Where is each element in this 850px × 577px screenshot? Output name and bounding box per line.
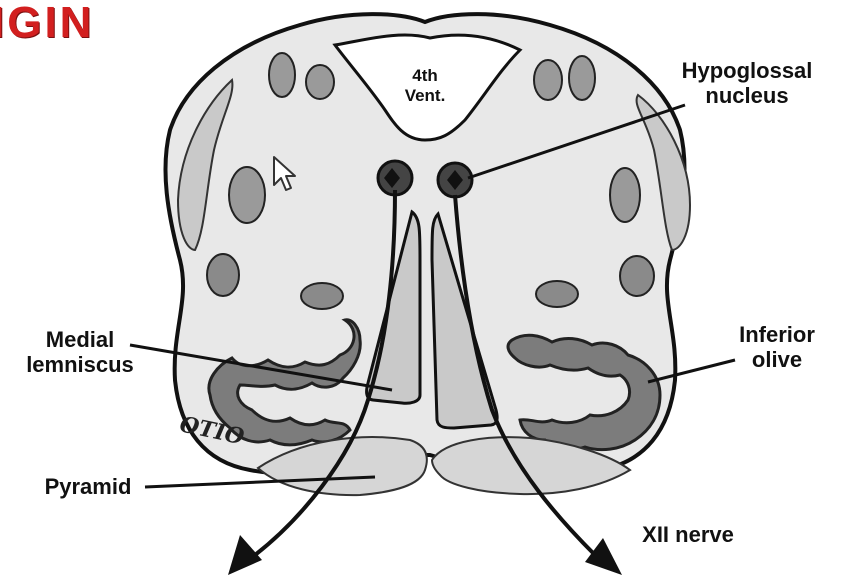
right-tract-ellipse xyxy=(610,168,640,222)
left-xii-nerve-arrowhead xyxy=(228,535,262,575)
left-dorsal-nucleus-1 xyxy=(269,53,295,97)
left-dorsal-nucleus-2 xyxy=(306,65,334,99)
mouse-pointer-icon xyxy=(272,155,298,193)
hypoglossal-nucleus-label: Hypoglossal nucleus xyxy=(672,58,822,108)
left-nucleus-ambiguus xyxy=(207,254,239,296)
svg-text:OTIO: OTIO xyxy=(178,411,246,448)
xii-nerve-label: XII nerve xyxy=(618,522,758,547)
right-dorsal-nucleus-2 xyxy=(569,56,595,100)
fourth-ventricle-label: 4th Vent. xyxy=(395,66,455,106)
right-dorsal-nucleus-1 xyxy=(534,60,562,100)
right-xii-nerve-arrowhead xyxy=(585,538,622,575)
inferior-olive-label: Inferior olive xyxy=(722,322,832,372)
left-oval-nucleus xyxy=(301,283,343,309)
left-tract-ellipse xyxy=(229,167,265,223)
pyramid-label: Pyramid xyxy=(28,474,148,499)
handwritten-mark: OTIO xyxy=(178,408,248,448)
medial-lemniscus-label: Medial lemniscus xyxy=(10,327,150,377)
right-oval-nucleus xyxy=(536,281,578,307)
right-nucleus-ambiguus xyxy=(620,256,654,296)
